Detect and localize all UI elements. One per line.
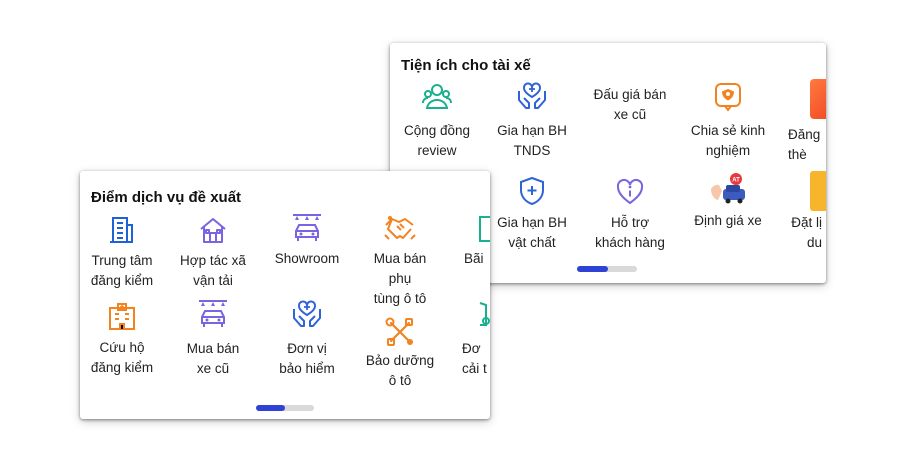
booking-icon — [810, 171, 826, 211]
building-icon — [80, 215, 164, 245]
tile-community-review[interactable]: Cộng đồng review — [390, 81, 484, 161]
tile-tnds-insurance[interactable]: Gia hạn BH TNDS — [484, 81, 580, 161]
driver-utilities-title: Tiện ích cho tài xế — [401, 57, 531, 74]
tile-booking[interactable]: Đặt lị du — [778, 171, 826, 253]
tile-label: Cứu hộ đăng kiểm — [90, 340, 154, 375]
tile-label: Mua bán xe cũ — [186, 341, 240, 376]
svg-text:AT: AT — [732, 178, 740, 184]
tile-insurance-unit[interactable]: Đơn vị bảo hiểm — [262, 299, 352, 379]
tile-label: Đặt lị du — [791, 215, 822, 250]
tile-inspection-center[interactable]: Trung tâm đăng kiểm — [80, 215, 164, 291]
car-lift-icon — [168, 299, 258, 331]
tile-used-car-auction[interactable]: vucar Đấu giá bán xe cũ — [582, 63, 678, 125]
tile-transport-cooperative[interactable]: Hợp tác xã vận tải — [168, 215, 258, 291]
pager-active — [577, 266, 608, 272]
tile-label: Gia hạn BH vật chất — [497, 215, 567, 250]
pager-track — [577, 266, 637, 272]
tile-label: Showroom — [274, 251, 340, 266]
tile-share-experience[interactable]: Chia sẻ kinh nghiệm — [680, 81, 776, 161]
community-icon — [390, 81, 484, 113]
tile-used-car-trade[interactable]: Mua bán xe cũ — [168, 299, 258, 379]
tile-label: Hợp tác xã vận tải — [180, 253, 246, 288]
tile-label: Đấu giá bán xe cũ — [593, 87, 667, 122]
car-valuation-icon: AT — [680, 171, 776, 209]
handshake-icon — [352, 213, 448, 245]
tile-label: Cộng đồng review — [403, 123, 471, 158]
app-logo — [810, 79, 826, 119]
pager-active — [256, 405, 285, 411]
tile-label: Định giá xe — [694, 213, 762, 228]
tile-label: Mua bán phụ tùng ô tô — [373, 251, 427, 306]
tile-label: Bảo dưỡng ô tô — [365, 353, 435, 388]
tile-label: Chia sẻ kinh nghiệm — [690, 123, 766, 158]
tile-label: Đơn vị bảo hiểm — [279, 341, 335, 376]
insurance-hands-icon — [484, 81, 580, 113]
tile-label: Trung tâm đăng kiểm — [90, 253, 154, 288]
tile-label: Hỗ trợ khách hàng — [595, 215, 665, 250]
tile-auto-parts[interactable]: Mua bán phụ tùng ô tô — [352, 213, 448, 309]
tile-physical-insurance[interactable]: Gia hạn BH vật chất — [484, 175, 580, 253]
house-icon — [168, 215, 258, 245]
service-points-card: Điểm dịch vụ đề xuất Trung tâm đăng kiểm — [80, 171, 490, 419]
tile-customer-support[interactable]: Hỗ trợ khách hàng — [582, 175, 678, 253]
location-share-icon — [680, 81, 776, 113]
tile-showroom[interactable]: Showroom — [262, 213, 352, 269]
tile-car-maintenance[interactable]: Bảo dưỡng ô tô — [352, 317, 448, 391]
tile-label: Bãi — [464, 251, 484, 266]
tile-parking-lot[interactable]: Bãi — [452, 213, 490, 269]
tile-car-modification[interactable]: Đơ cải t — [452, 299, 490, 379]
info-heart-icon — [582, 175, 678, 207]
hospital-building-icon — [80, 302, 164, 332]
tile-label: Gia hạn BH TNDS — [497, 123, 567, 158]
tools-icon — [352, 317, 448, 347]
shield-plus-icon — [484, 175, 580, 207]
service-points-title: Điểm dịch vụ đề xuất — [91, 189, 242, 206]
tile-label: Đơ cải t — [462, 341, 487, 376]
tile-rescue-inspection[interactable]: Cứu hộ đăng kiểm — [80, 302, 164, 378]
tile-registration[interactable]: Đăng thè — [778, 79, 826, 165]
tile-car-valuation[interactable]: AT Định giá xe — [680, 171, 776, 231]
parking-icon — [478, 213, 490, 243]
car-showroom-icon — [262, 213, 352, 245]
car-side-icon — [478, 299, 490, 331]
insurance-hands-icon — [262, 299, 352, 331]
pager-track — [256, 405, 314, 411]
tile-label: Đăng thè — [788, 127, 821, 162]
